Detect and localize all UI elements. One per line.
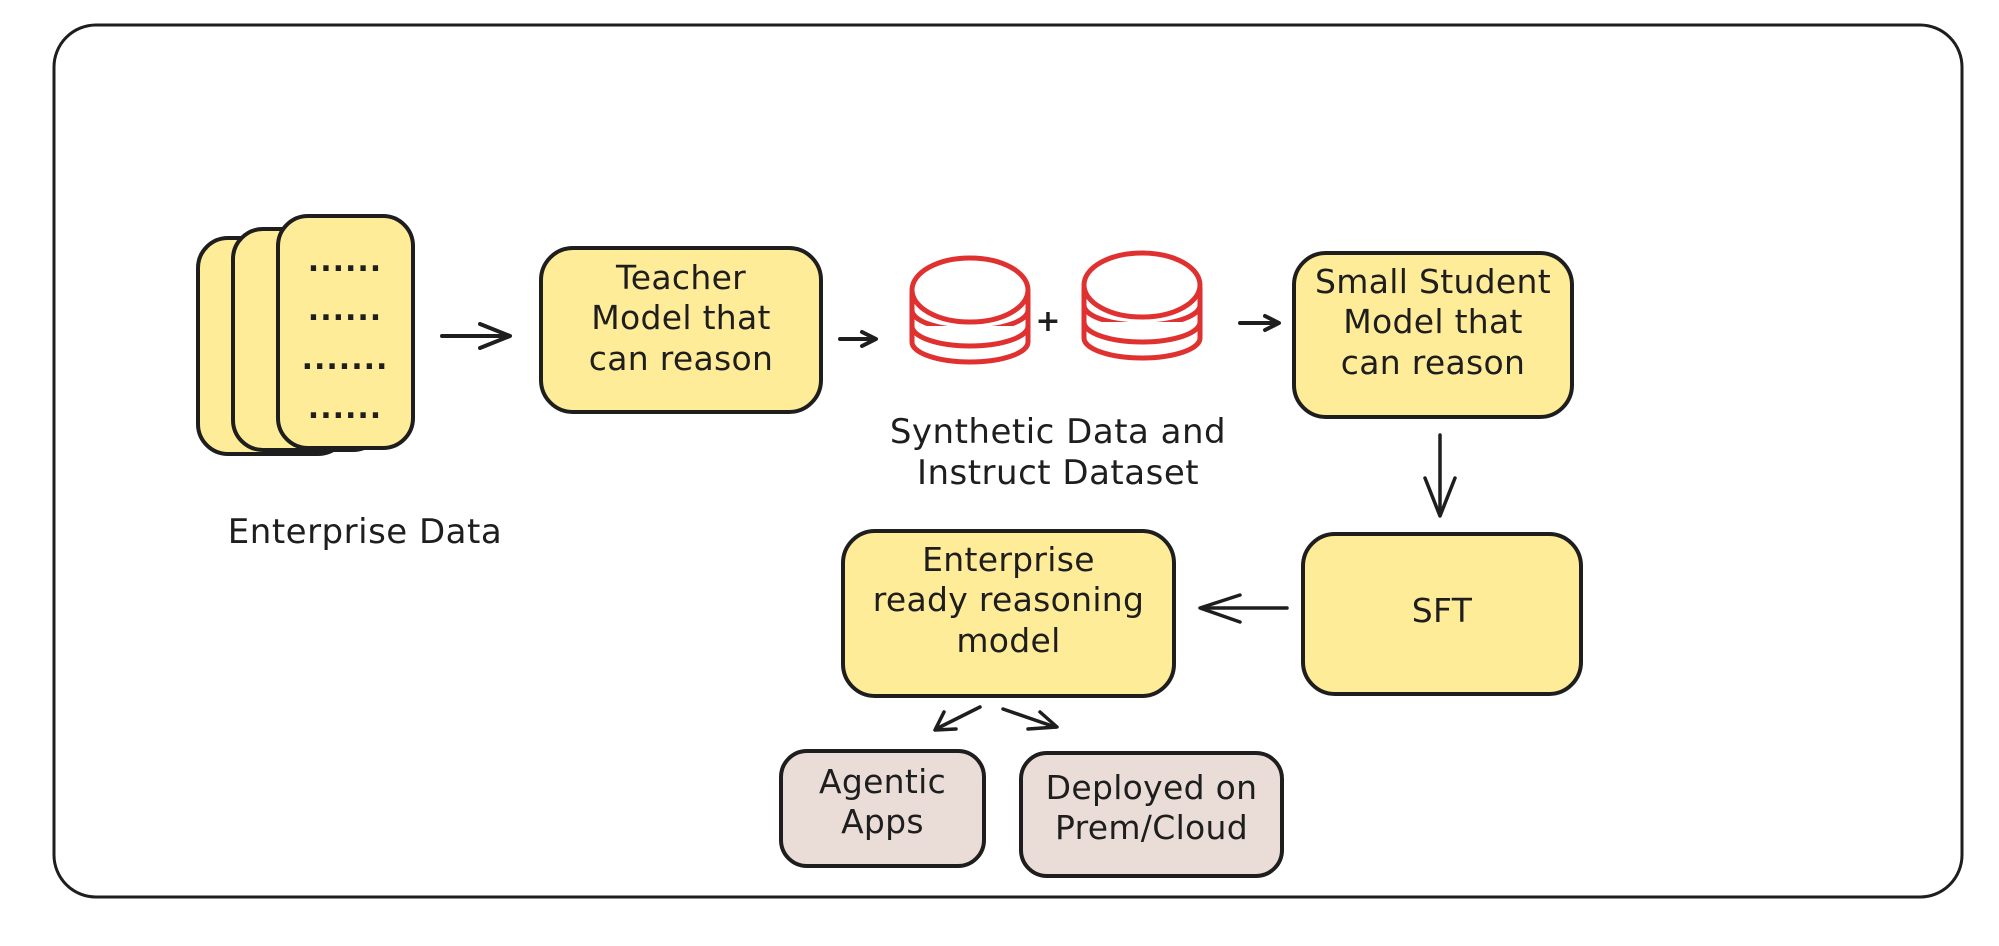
arrow-teacher-to-datasets — [838, 330, 878, 348]
deployment-box[interactable] — [1019, 751, 1284, 878]
teacher-model-line: Teacher — [615, 258, 747, 297]
student-model-line: Model that — [1343, 302, 1523, 342]
enterprise-data-label: Enterprise Data — [227, 512, 503, 552]
agentic-apps-line: Apps — [841, 802, 924, 842]
arrow-to-agentic-apps — [933, 705, 982, 732]
arrow-enterprise-data-to-teacher — [440, 322, 512, 350]
student-model-line: can reason — [1340, 342, 1526, 382]
sft-label: SFT — [1411, 591, 1473, 630]
document-line: ...... — [307, 293, 383, 328]
arrow-student-to-sft — [1423, 433, 1457, 518]
arrow-to-deployment — [1001, 707, 1059, 731]
deployment-label: Deployed on Prem/Cloud — [1021, 768, 1282, 849]
agentic-apps-box[interactable] — [779, 749, 986, 868]
enterprise-model-box[interactable] — [841, 529, 1176, 698]
teacher-model-line: Model that — [591, 298, 771, 338]
enterprise-model-line: Enterprise — [922, 540, 1095, 579]
document-line: ....... — [301, 342, 389, 377]
student-model-box[interactable] — [1292, 251, 1574, 419]
deployment-line: Deployed on — [1045, 768, 1258, 807]
student-model-line: Small Student — [1315, 262, 1551, 301]
datasets-label-line: Instruct Dataset — [916, 453, 1200, 494]
teacher-model-line: can reason — [588, 338, 774, 378]
enterprise-model-line: ready reasoning — [872, 580, 1145, 620]
datasets-label: Synthetic Data and Instruct Dataset — [840, 412, 1276, 495]
database-icon — [1081, 250, 1203, 361]
arrow-datasets-to-student — [1238, 314, 1281, 332]
enterprise-model-line: model — [956, 620, 1061, 660]
document-stack-icon — [196, 214, 415, 456]
sft-box[interactable] — [1301, 532, 1583, 696]
deployment-line: Prem/Cloud — [1055, 808, 1248, 848]
agentic-apps-line: Agentic — [818, 762, 947, 801]
plus-sign: + — [1035, 304, 1061, 339]
datasets-label-line: Synthetic Data and — [889, 412, 1227, 452]
document-line: ...... — [307, 391, 383, 426]
agentic-apps-label: Agentic Apps — [781, 762, 984, 843]
database-icon — [909, 255, 1031, 365]
arrow-sft-to-enterprise-model — [1198, 593, 1289, 624]
teacher-model-box[interactable] — [539, 246, 823, 414]
teacher-model-label: Teacher Model that can reason — [541, 258, 821, 379]
student-model-label: Small Student Model that can reason — [1288, 262, 1578, 383]
enterprise-model-label: Enterprise ready reasoning model — [838, 540, 1179, 661]
document-line: ...... — [307, 244, 383, 279]
